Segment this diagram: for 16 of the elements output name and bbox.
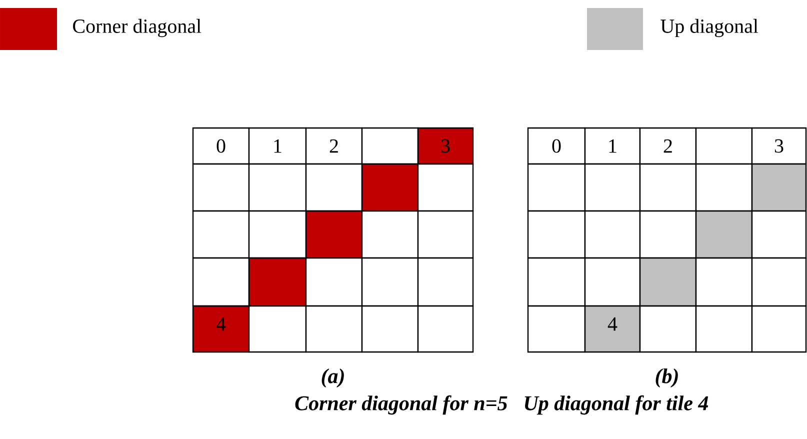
cell-number: 1	[274, 139, 282, 153]
caption-text: Corner diagonal for n=5	[295, 395, 508, 415]
cell-number: 0	[552, 139, 561, 153]
cell-number: 2	[330, 139, 338, 153]
cell-number: 4	[216, 317, 226, 331]
legend-label: Corner diagonal	[73, 18, 202, 38]
cell-number: 2	[664, 139, 672, 153]
caption-letter: (a)	[322, 368, 344, 388]
caption-letter: (b)	[656, 368, 678, 388]
cell-number: 3	[774, 139, 784, 153]
caption-text: Up diagonal for tile 4	[524, 395, 708, 415]
cell-number: 3	[441, 139, 450, 153]
legend-label: Up diagonal	[660, 18, 758, 38]
cell-number: 4	[608, 317, 618, 331]
cell-number: 0	[216, 139, 226, 153]
cell-number: 1	[609, 139, 616, 153]
